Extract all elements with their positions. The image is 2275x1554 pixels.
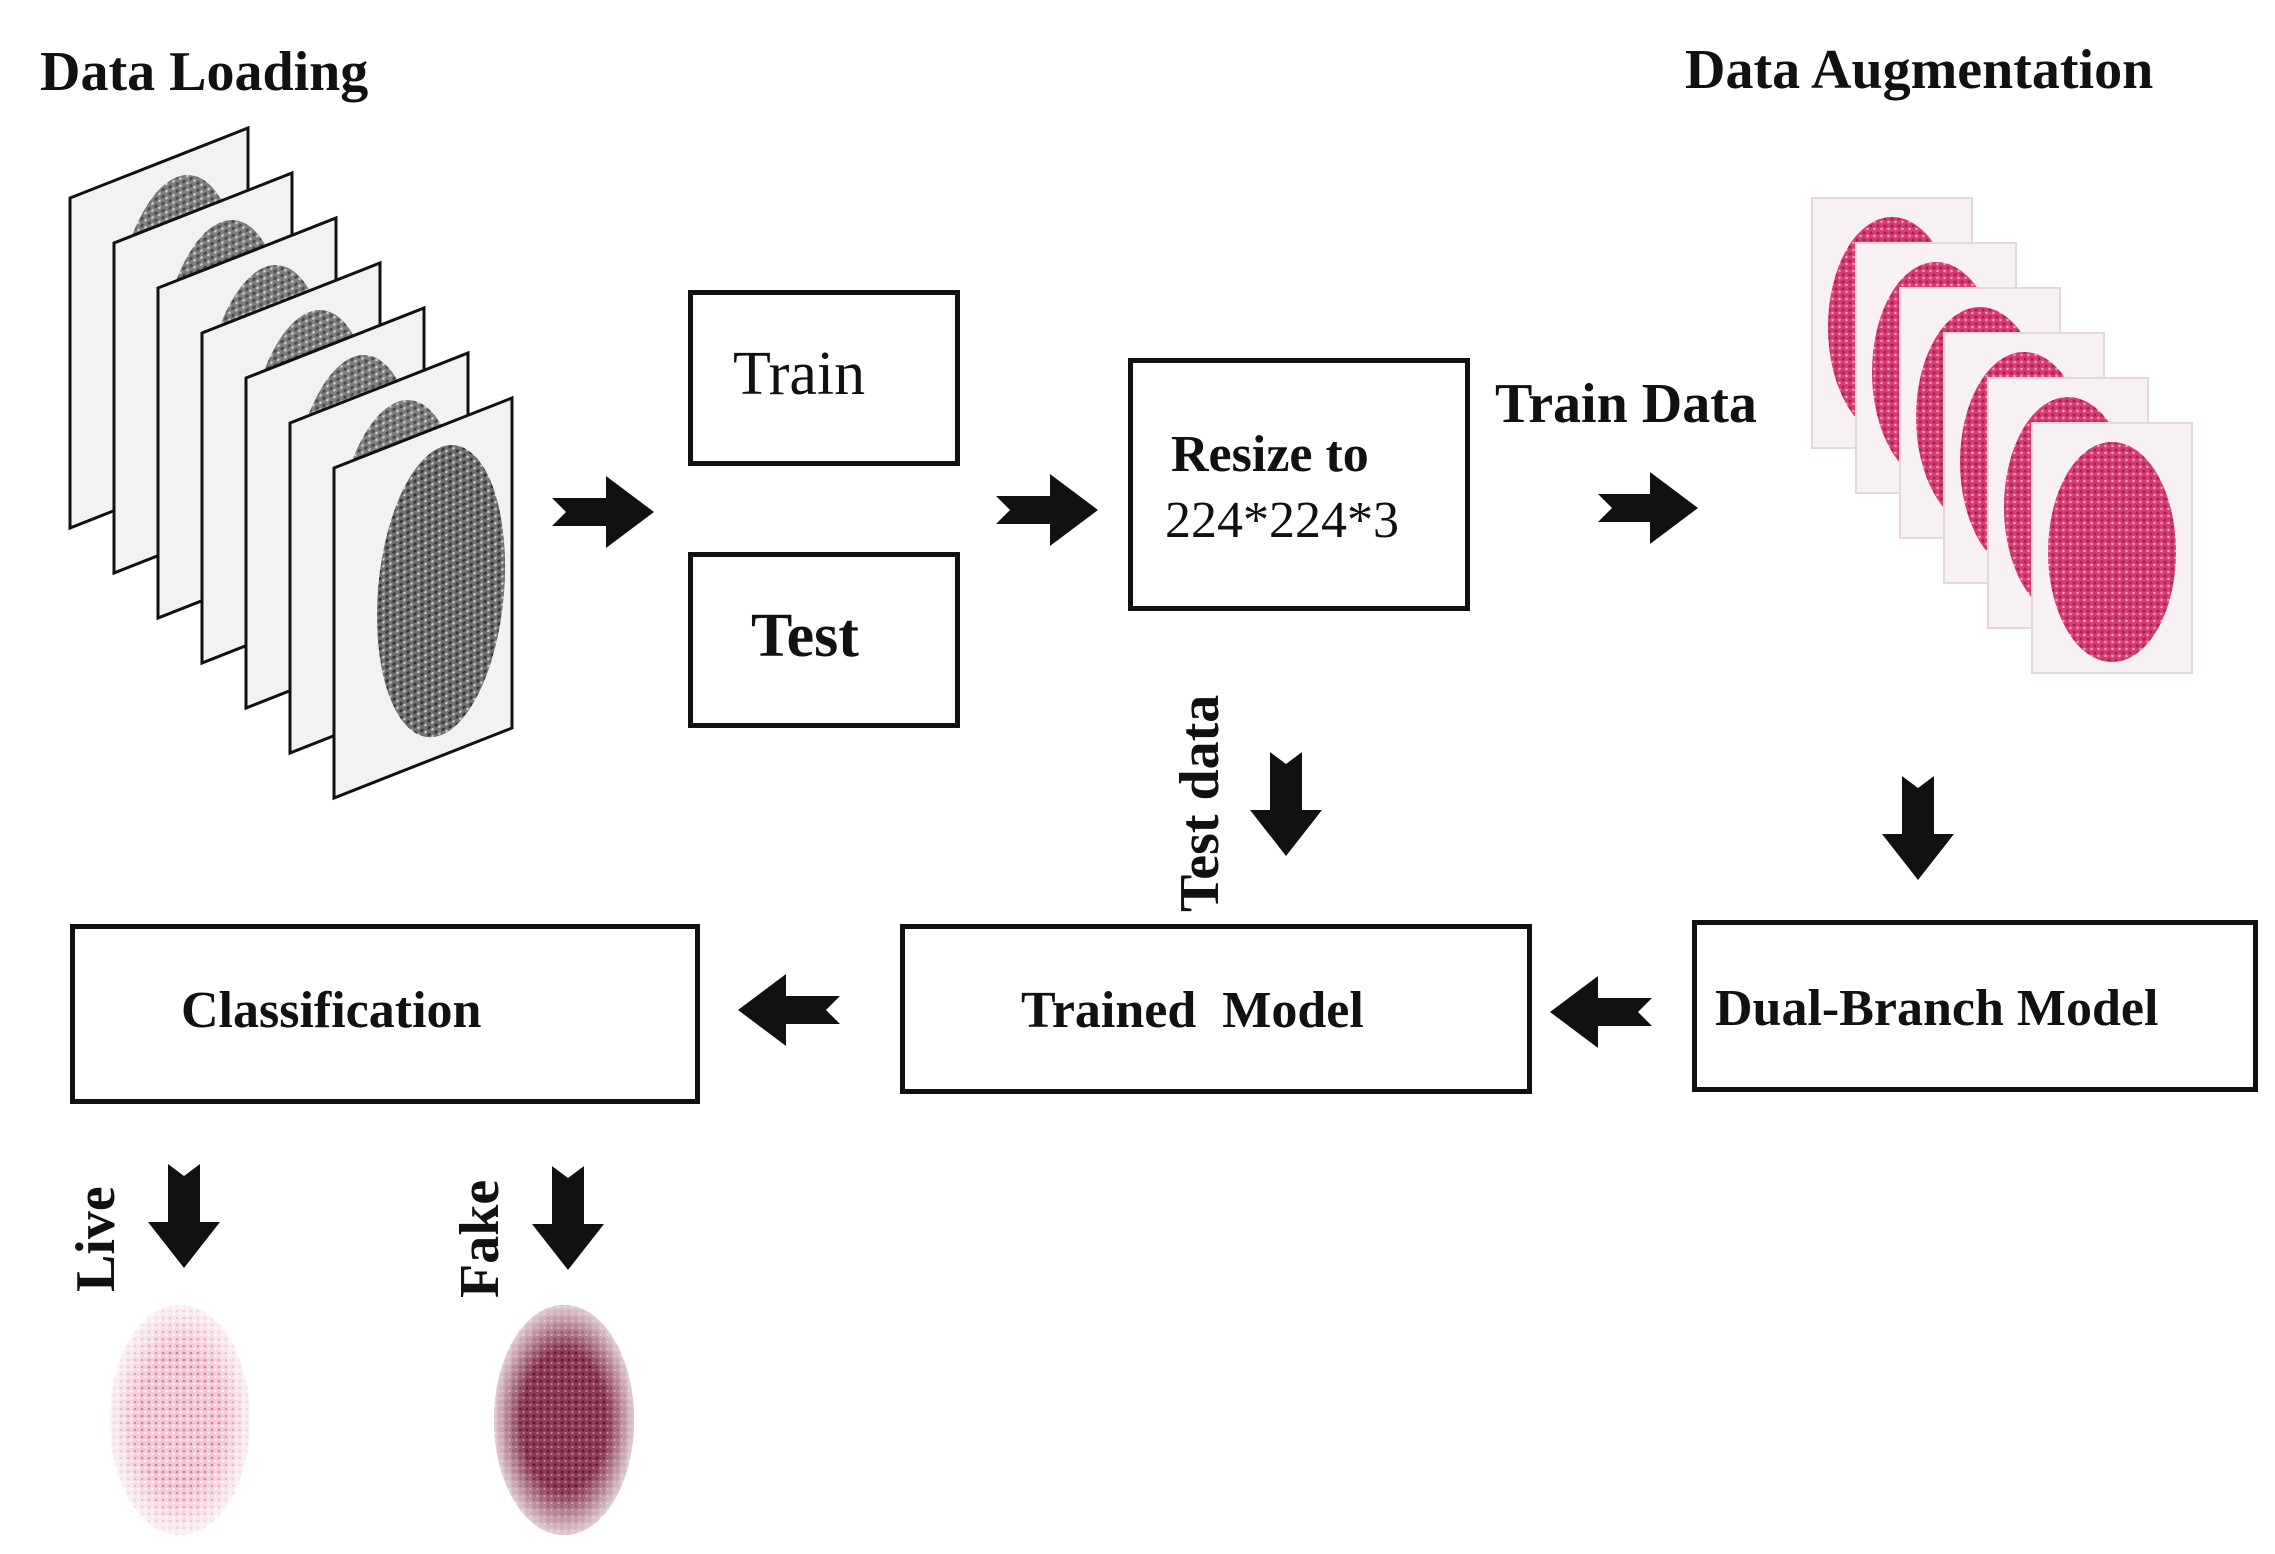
trained-model-box: Trained Model bbox=[900, 924, 1532, 1094]
fingerprint-card bbox=[332, 395, 514, 801]
dual-branch-model-box: Dual-Branch Model bbox=[1692, 920, 2258, 1092]
test-data-label: Test data bbox=[1169, 694, 1231, 912]
train-box: Train bbox=[688, 290, 960, 466]
fingerprint-live-icon bbox=[110, 1305, 250, 1535]
arrow-left-icon bbox=[738, 974, 840, 1046]
arrow-down-icon bbox=[1250, 752, 1322, 856]
arrow-down-icon bbox=[148, 1164, 220, 1268]
fingerprint-stack-pink-icon bbox=[1811, 197, 2193, 674]
train-data-label: Train Data bbox=[1495, 373, 1757, 435]
classification-label: Classification bbox=[181, 982, 482, 1039]
resize-box: Resize to 224*224*3 bbox=[1128, 358, 1470, 611]
resize-label-line2: 224*224*3 bbox=[1165, 492, 1399, 549]
fingerprint-fake-icon bbox=[494, 1305, 634, 1535]
data-loading-title: Data Loading bbox=[40, 41, 369, 103]
arrow-right-icon bbox=[1598, 472, 1698, 544]
arrow-left-icon bbox=[1550, 976, 1652, 1048]
arrow-down-icon bbox=[532, 1166, 604, 1270]
augmented-card bbox=[2031, 422, 2193, 674]
trained-model-label: Trained Model bbox=[1021, 982, 1364, 1039]
train-label: Train bbox=[733, 340, 866, 408]
fake-label: Fake bbox=[449, 1179, 511, 1298]
live-label: Live bbox=[65, 1186, 127, 1292]
test-box: Test bbox=[688, 552, 960, 728]
classification-box: Classification bbox=[70, 924, 700, 1104]
arrow-down-icon bbox=[1882, 776, 1954, 880]
fingerprint-stack-grayscale-icon bbox=[68, 125, 514, 801]
dual-branch-model-label: Dual-Branch Model bbox=[1715, 980, 2159, 1037]
arrow-right-icon bbox=[552, 476, 654, 548]
arrow-right-icon bbox=[996, 474, 1098, 546]
test-label: Test bbox=[751, 602, 859, 670]
resize-label-line1: Resize to bbox=[1171, 426, 1369, 483]
data-augmentation-title: Data Augmentation bbox=[1685, 39, 2154, 101]
